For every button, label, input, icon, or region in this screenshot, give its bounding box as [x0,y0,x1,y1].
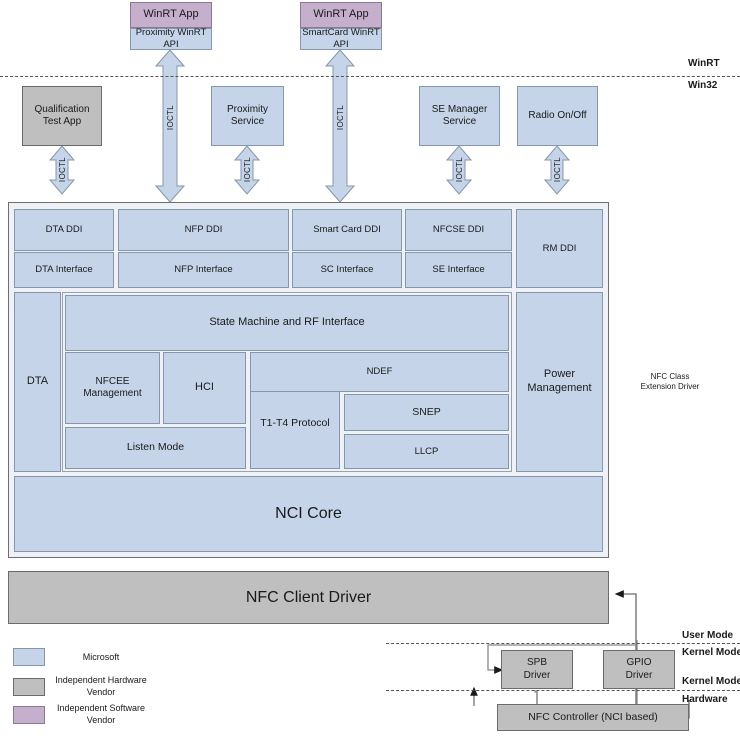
legend-label-microsoft: Microsoft [82,652,120,662]
power-management-box[interactable]: Power Management [516,292,603,472]
user-kernel-boundary [386,643,740,644]
nfc-client-driver-label: NFC Client Driver [245,588,372,606]
nfc-controller-box[interactable]: NFC Controller (NCI based) [497,704,689,731]
qualification-test-app-box[interactable]: Qualification Test App [22,86,102,146]
t1-t4-protocol-label: T1-T4 Protocol [260,416,330,429]
proximity-service-box[interactable]: Proximity Service [211,86,284,146]
nfc-client-driver-box[interactable]: NFC Client Driver [8,571,609,624]
ioctl-label-radio-onoff: IOCTL [553,157,562,183]
smart-card-ddi-label: Smart Card DDI [313,224,381,236]
qualification-test-app-label: Qualification Test App [34,103,90,128]
ioctl-label-smartcard-winrt: IOCTL [336,105,345,131]
winrt-win32-boundary [0,76,740,77]
smartcard-winrt-api-box[interactable]: SmartCard WinRT API [300,27,382,50]
boundary-label-user-mode: User Mode [682,630,734,641]
winrt-app-proximity-label: WinRT App [143,8,199,21]
listen-mode-label: Listen Mode [126,441,185,454]
gpio-driver-label: GPIO Driver [625,657,653,681]
se-interface-label: SE Interface [432,264,485,276]
nci-core-label: NCI Core [275,505,342,522]
listen-mode-box[interactable]: Listen Mode [65,427,246,469]
state-machine-rf-interface-box[interactable]: State Machine and RF Interface [65,295,509,351]
nfcee-management-box[interactable]: NFCEE Management [65,352,160,424]
radio-on-off-box[interactable]: Radio On/Off [517,86,598,146]
snep-box[interactable]: SNEP [344,394,509,431]
sc-interface-label: SC Interface [320,264,374,276]
se-manager-service-label: SE Manager Service [431,103,488,128]
ndef-box[interactable]: NDEF [250,352,509,392]
nfcse-ddi-box[interactable]: NFCSE DDI [405,209,512,251]
legend-label-ihv: Independent Hardware Vendor [55,675,147,697]
dta-ddi-box[interactable]: DTA DDI [14,209,114,251]
legend-swatch-microsoft [13,648,45,666]
nfcee-management-label: NFCEE Management [83,375,142,400]
spb-driver-label: SPB Driver [523,657,551,681]
dta-interface-box[interactable]: DTA Interface [14,252,114,288]
winrt-app-smartcard-box[interactable]: WinRT App [300,2,382,28]
smartcard-winrt-api-label: SmartCard WinRT API [302,27,380,50]
nci-core-box[interactable]: NCI Core [14,476,603,552]
nfp-ddi-box[interactable]: NFP DDI [118,209,289,251]
boundary-label-kernel-mode-top: Kernel Mode [682,647,740,658]
dta-label: DTA [26,375,49,388]
smart-card-ddi-box[interactable]: Smart Card DDI [292,209,402,251]
radio-on-off-label: Radio On/Off [528,109,587,121]
nfc-controller-label: NFC Controller (NCI based) [528,710,658,723]
kernel-hardware-boundary [386,690,740,691]
legend-swatch-isv [13,706,45,724]
rm-ddi-box[interactable]: RM DDI [516,209,603,288]
llcp-label: LLCP [414,445,439,457]
nfp-ddi-label: NFP DDI [184,224,223,236]
ndef-label: NDEF [366,366,393,378]
nfp-interface-box[interactable]: NFP Interface [118,252,289,288]
boundary-label-winrt: WinRT [688,58,720,69]
dta-ddi-label: DTA DDI [45,224,83,236]
nfcse-ddi-label: NFCSE DDI [432,224,485,236]
sc-interface-box[interactable]: SC Interface [292,252,402,288]
boundary-label-win32: Win32 [688,80,718,91]
winrt-app-proximity-box[interactable]: WinRT App [130,2,212,28]
t1-t4-protocol-box[interactable]: T1-T4 Protocol [250,378,340,469]
boundary-label-hardware: Hardware [682,694,728,705]
proximity-service-label: Proximity Service [226,103,269,128]
hci-label: HCI [195,381,214,394]
ioctl-label-proximity-service: IOCTL [243,157,252,183]
se-interface-box[interactable]: SE Interface [405,252,512,288]
state-machine-rf-interface-label: State Machine and RF Interface [209,316,365,329]
spb-driver-box[interactable]: SPB Driver [501,650,573,689]
hci-box[interactable]: HCI [163,352,246,424]
gpio-driver-box[interactable]: GPIO Driver [603,650,675,689]
dta-box[interactable]: DTA [14,292,61,472]
se-manager-service-box[interactable]: SE Manager Service [419,86,500,146]
boundary-label-kernel-mode-bottom: Kernel Mode [682,676,740,687]
nfc-class-extension-driver-annotation: NFC Class Extension Driver [640,372,700,392]
rm-ddi-label: RM DDI [542,242,577,254]
winrt-app-smartcard-label: WinRT App [313,8,369,21]
nfp-interface-label: NFP Interface [174,264,233,276]
ioctl-label-proximity-winrt: IOCTL [166,105,175,131]
llcp-box[interactable]: LLCP [344,434,509,469]
ioctl-label-se-manager: IOCTL [455,157,464,183]
snep-label: SNEP [412,405,441,418]
dta-interface-label: DTA Interface [35,264,93,276]
ioctl-label-qualification: IOCTL [58,157,67,183]
proximity-winrt-api-box[interactable]: Proximity WinRT API [130,27,212,50]
proximity-winrt-api-label: Proximity WinRT API [135,27,207,50]
legend-swatch-ihv [13,678,45,696]
power-management-label: Power Management [527,368,592,394]
legend-label-isv: Independent Software Vendor [56,703,146,725]
